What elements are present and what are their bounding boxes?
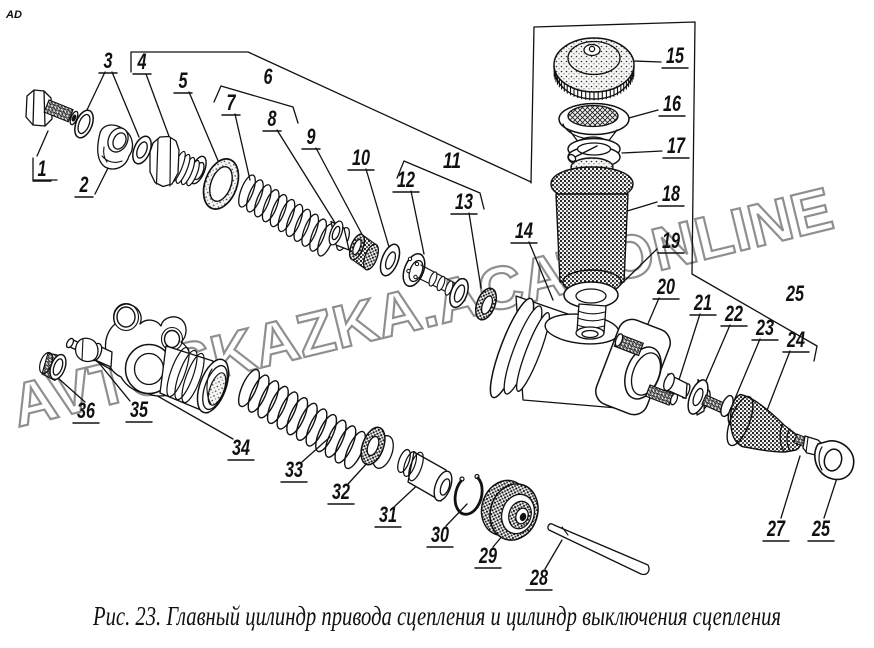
svg-text:AD: AD xyxy=(5,9,22,21)
svg-text:29: 29 xyxy=(478,543,497,568)
svg-text:19: 19 xyxy=(662,228,681,253)
svg-text:10: 10 xyxy=(352,145,371,170)
svg-text:32: 32 xyxy=(332,479,351,504)
svg-text:14: 14 xyxy=(515,218,533,243)
svg-text:11: 11 xyxy=(443,148,461,173)
svg-text:1: 1 xyxy=(38,156,47,181)
svg-text:18: 18 xyxy=(662,181,681,206)
svg-text:7: 7 xyxy=(227,90,237,115)
svg-text:30: 30 xyxy=(431,522,450,547)
svg-text:25: 25 xyxy=(811,516,830,541)
svg-text:36: 36 xyxy=(77,398,96,423)
svg-text:5: 5 xyxy=(179,68,189,93)
svg-text:27: 27 xyxy=(766,516,786,541)
svg-text:24: 24 xyxy=(786,327,805,352)
svg-text:34: 34 xyxy=(232,435,250,460)
svg-text:17: 17 xyxy=(667,133,686,158)
svg-text:6: 6 xyxy=(264,64,274,89)
svg-text:23: 23 xyxy=(755,315,774,340)
svg-text:33: 33 xyxy=(285,457,303,482)
svg-text:20: 20 xyxy=(656,274,675,299)
svg-text:9: 9 xyxy=(307,124,317,149)
svg-text:12: 12 xyxy=(397,167,416,192)
svg-text:3: 3 xyxy=(104,48,113,73)
svg-text:31: 31 xyxy=(379,502,397,527)
svg-text:21: 21 xyxy=(693,290,712,315)
svg-text:8: 8 xyxy=(268,106,278,131)
svg-text:35: 35 xyxy=(130,397,149,422)
svg-text:15: 15 xyxy=(666,43,685,68)
svg-text:22: 22 xyxy=(724,301,743,326)
svg-text:4: 4 xyxy=(137,49,147,74)
svg-text:25: 25 xyxy=(785,281,804,306)
svg-text:Рис. 23. Главный цилиндр приво: Рис. 23. Главный цилиндр привода сцеплен… xyxy=(92,601,781,631)
svg-text:2: 2 xyxy=(79,172,89,197)
svg-text:13: 13 xyxy=(455,189,473,214)
svg-text:16: 16 xyxy=(663,91,682,116)
svg-text:28: 28 xyxy=(529,565,548,590)
